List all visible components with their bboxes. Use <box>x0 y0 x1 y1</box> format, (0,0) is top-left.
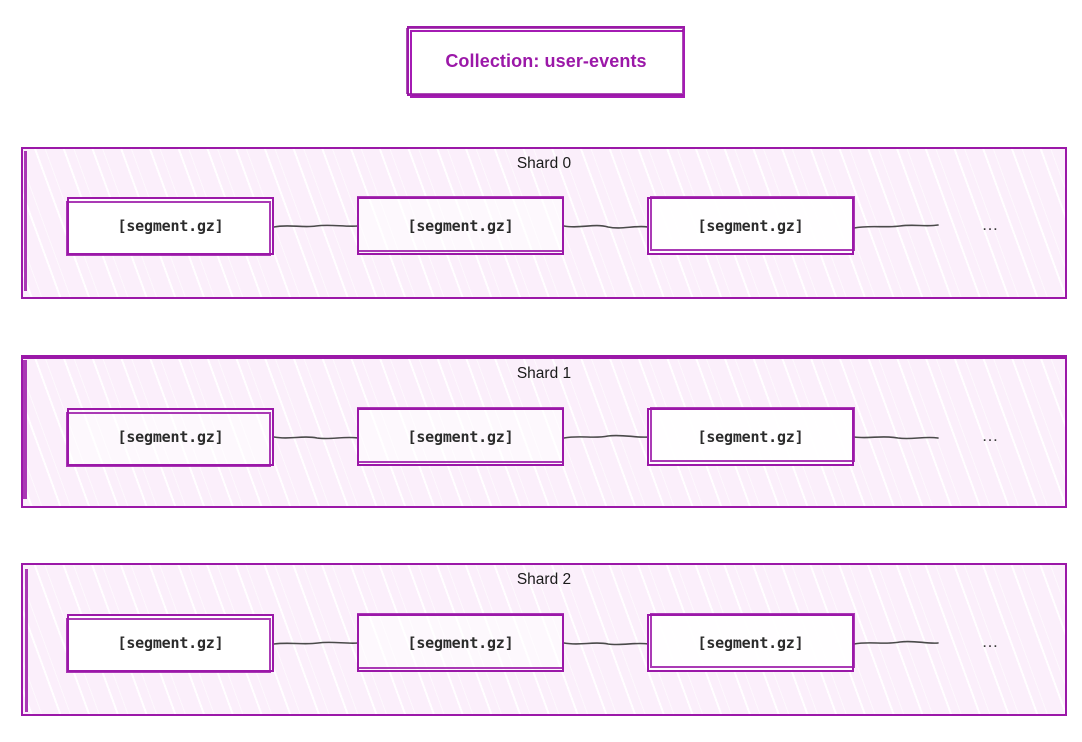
shard-container-2: Shard 2 [segment.gz] [segment.gz] [segme… <box>21 563 1067 716</box>
segment-connector-2-2 <box>853 636 939 650</box>
segment-box-1-1: [segment.gz] <box>357 407 564 466</box>
shard-container-0: Shard 0 [segment.gz] [segment.gz] [segme… <box>21 147 1067 299</box>
segment-box-0-2: [segment.gz] <box>647 196 855 255</box>
shard-overflow-ellipsis-0: … <box>981 215 1001 234</box>
segment-label: [segment.gz] <box>697 634 804 652</box>
shard-title-0: Shard 0 <box>516 155 572 172</box>
segment-box-0-0: [segment.gz] <box>66 197 274 256</box>
segment-label: [segment.gz] <box>117 217 224 235</box>
segment-connector-2-0 <box>273 636 359 650</box>
segment-label: [segment.gz] <box>697 428 804 446</box>
collection-title-box: Collection: user-events <box>406 26 685 98</box>
segment-box-0-1: [segment.gz] <box>357 196 564 255</box>
collection-title-label: Collection: user-events <box>445 50 647 71</box>
segment-connector-1-0 <box>273 430 359 444</box>
segment-label: [segment.gz] <box>407 428 514 446</box>
segment-label: [segment.gz] <box>407 217 514 235</box>
segment-connector-1-1 <box>563 430 649 444</box>
segment-box-1-2: [segment.gz] <box>647 407 855 466</box>
segment-connector-0-1 <box>563 219 649 233</box>
segment-connector-2-1 <box>563 636 649 650</box>
segment-label: [segment.gz] <box>117 428 224 446</box>
collection-box-border-sketch-3 <box>406 28 683 94</box>
shard-overflow-ellipsis-2: … <box>981 632 1001 651</box>
segment-label: [segment.gz] <box>407 634 514 652</box>
collection-box-border <box>407 26 685 96</box>
shard-overflow-ellipsis-1: … <box>981 426 1001 445</box>
segment-connector-0-2 <box>853 219 939 233</box>
segment-connector-1-2 <box>853 430 939 444</box>
segment-box-2-2: [segment.gz] <box>647 613 855 672</box>
segment-connector-0-0 <box>273 219 359 233</box>
segment-box-2-1: [segment.gz] <box>357 613 564 672</box>
segment-label: [segment.gz] <box>697 217 804 235</box>
shard-title-1: Shard 1 <box>516 365 572 382</box>
collection-box-border-sketch-2 <box>410 30 685 98</box>
segment-box-1-0: [segment.gz] <box>66 408 274 467</box>
segment-box-2-0: [segment.gz] <box>66 614 274 673</box>
shard-title-2: Shard 2 <box>516 571 572 588</box>
segment-label: [segment.gz] <box>117 634 224 652</box>
shard-container-1: Shard 1 [segment.gz] [segment.gz] [segme… <box>21 355 1067 508</box>
